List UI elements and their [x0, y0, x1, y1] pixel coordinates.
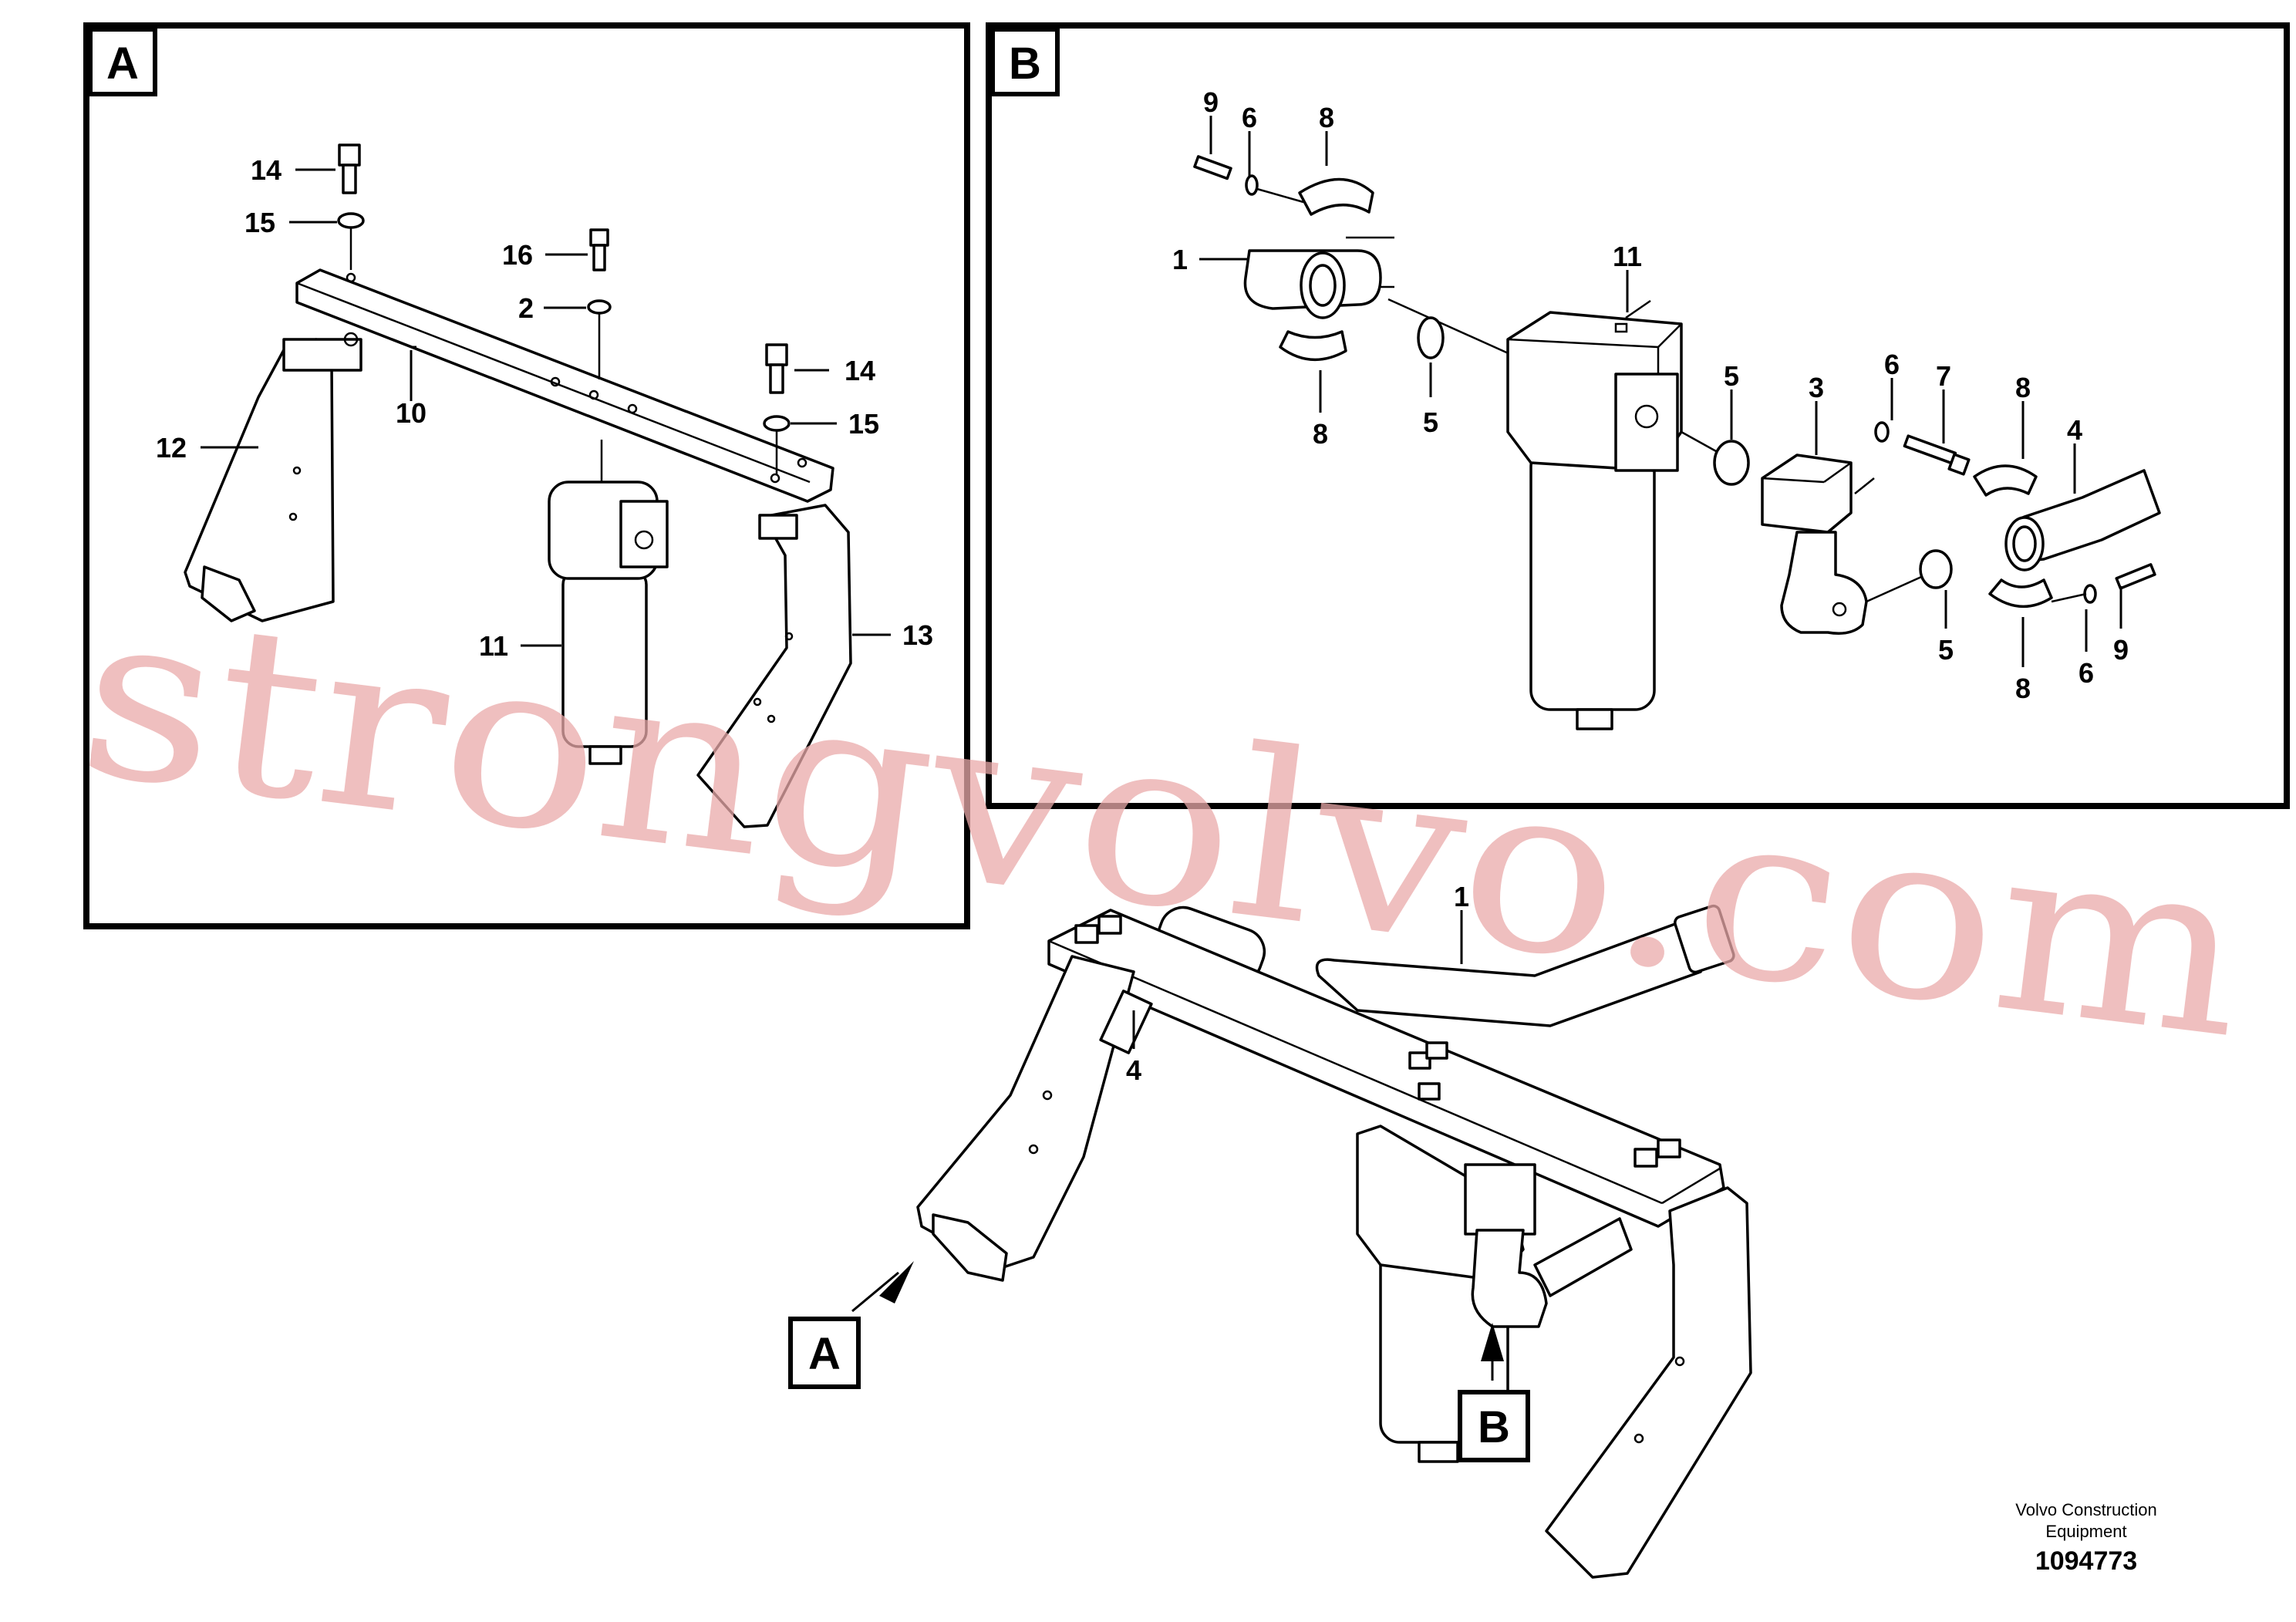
company-line-1: Volvo Construction: [2015, 1500, 2156, 1519]
o-ring-5-right: [1713, 440, 1750, 486]
callout-b-6-right: 6: [1884, 349, 1900, 380]
callout-a-11: 11: [479, 630, 508, 662]
bolt-7: [1874, 421, 1971, 476]
bracket-bar: [295, 268, 834, 503]
callout-b-9-upper: 9: [1203, 86, 1219, 118]
callout-a-12: 12: [156, 432, 187, 464]
callout-b-8-right: 8: [2015, 372, 2031, 403]
washer-2: [587, 299, 612, 315]
callout-b-1: 1: [1172, 244, 1188, 275]
callout-b-11: 11: [1613, 241, 1642, 272]
pointer-a: A: [788, 1261, 914, 1389]
panel-a: A: [83, 22, 970, 929]
callout-b-6-lower: 6: [2079, 657, 2094, 689]
callout-b-4: 4: [2067, 414, 2082, 446]
washer-15-upper: [337, 212, 365, 229]
leader-lines-a: [201, 168, 891, 647]
callout-a-13: 13: [902, 619, 933, 651]
callout-b-6-upper: 6: [1242, 102, 1257, 133]
callout-a-14-lower: 14: [845, 355, 875, 386]
pointer-b: B: [1458, 1323, 1530, 1462]
company-line-2: Equipment: [2045, 1522, 2126, 1541]
callout-a-15-upper: 15: [244, 207, 275, 238]
callout-a-10: 10: [396, 397, 426, 429]
callout-a-15-lower: 15: [848, 408, 879, 440]
pointer-a-letter: A: [808, 1329, 841, 1379]
leader-lines-b: [1199, 116, 2122, 667]
hose-4: [1973, 464, 2161, 608]
pointer-b-letter: B: [1478, 1402, 1510, 1452]
callout-main-4: 4: [1126, 1054, 1141, 1086]
callout-b-8-upper: 8: [1319, 102, 1334, 133]
main-assembly: 1 4: [916, 881, 1752, 1579]
washer-15-lower: [763, 415, 791, 432]
callout-a-16: 16: [502, 239, 533, 271]
o-ring-5-left: [1417, 316, 1445, 359]
left-arm: [184, 332, 362, 622]
callout-b-7: 7: [1936, 360, 1951, 392]
footer: Volvo Construction Equipment 1094773: [2015, 1500, 2156, 1576]
callout-b-5-right: 5: [1724, 360, 1739, 392]
panel-a-letter: A: [106, 39, 139, 89]
callout-b-9-lower: 9: [2113, 634, 2129, 666]
drawing-number: 1094773: [2035, 1546, 2137, 1576]
callout-a-14-upper: 14: [251, 154, 282, 186]
o-ring-5-lower: [1919, 549, 1953, 589]
filter: [548, 440, 669, 765]
adapter-3: [1761, 454, 1944, 635]
filter-b: [1506, 299, 1717, 730]
panel-b-letter: B: [1009, 39, 1041, 89]
callout-main-1: 1: [1454, 881, 1469, 912]
right-arm: [696, 504, 852, 828]
bolt-16: [589, 228, 609, 271]
callout-b-5-left: 5: [1423, 406, 1438, 438]
bolt-14-upper: [338, 143, 361, 194]
callout-a-2: 2: [518, 292, 534, 324]
callout-b-3: 3: [1809, 372, 1824, 403]
callout-b-8-lower: 8: [2015, 673, 2031, 704]
callout-b-5-lower: 5: [1938, 634, 1954, 666]
callout-b-8-left: 8: [1313, 418, 1328, 450]
bolt-14-lower: [765, 343, 788, 394]
flange-left: [1193, 155, 1512, 361]
panel-b: B: [986, 22, 2290, 809]
